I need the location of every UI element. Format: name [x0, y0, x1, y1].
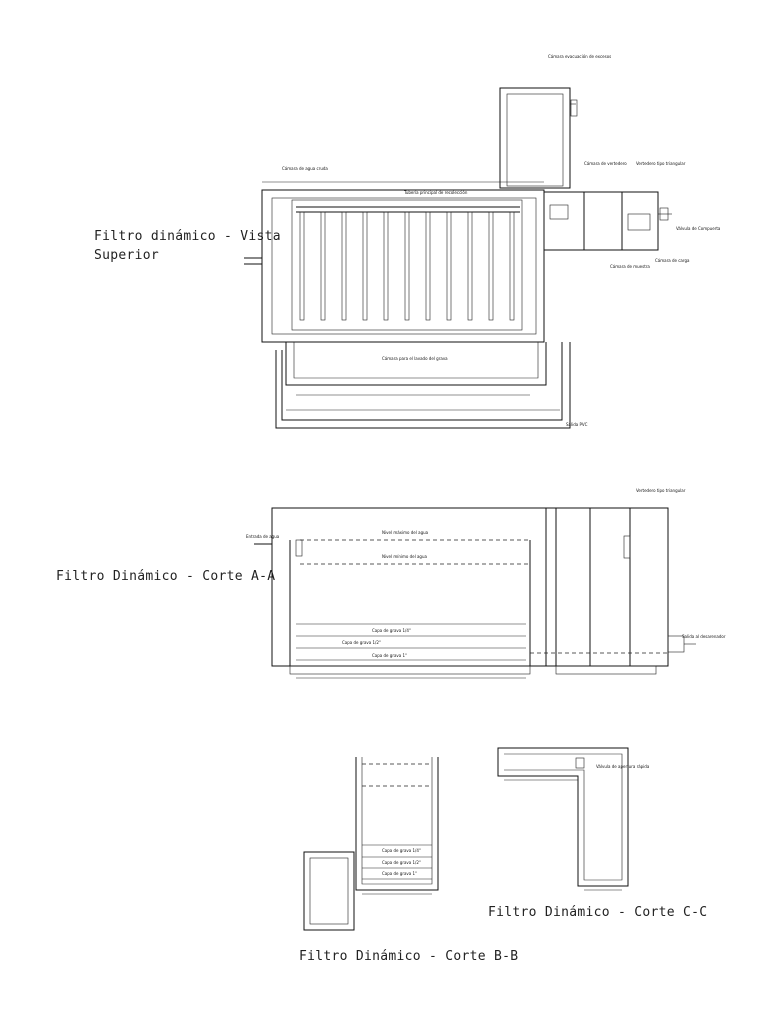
lateral-pipe: [425, 211, 431, 321]
lateral-pipe: [404, 211, 410, 321]
label-capa-1: Capa de grava 1/4": [372, 628, 411, 633]
lateral-pipe: [467, 211, 473, 321]
label-capa-2-bb: Capa de grava 1/2": [382, 860, 421, 865]
lateral-pipe: [488, 211, 494, 321]
label-nivel-max: Nivel máximo del agua: [382, 530, 429, 535]
section-aa-drawing: Entrada de agua Nivel máximo del agua Ni…: [246, 488, 726, 679]
top-view-drawing: Cámara evacuación de excesos Tubería pri…: [244, 54, 721, 429]
label-camara-lavado: Cámara para el lavado del grava: [382, 356, 448, 361]
section-cc-drawing: Válvula de apertura rápida: [497, 747, 650, 891]
label-camara-vertedero: Cámara de vertedero: [584, 161, 627, 166]
lateral-pipe: [320, 211, 326, 321]
label-camara-de-carga: Cámara de carga: [655, 258, 690, 263]
label-capa-1-bb: Capa de grava 1/4": [382, 848, 421, 853]
title-section-bb: Filtro Dinámico - Corte B-B: [299, 949, 519, 964]
label-entrada-agua: Entrada de agua: [246, 534, 280, 539]
lateral-pipe: [446, 211, 452, 321]
label-salida-pvc: Salida PVC: [566, 422, 588, 427]
label-capa-3: Capa de grava 1": [372, 653, 407, 658]
lateral-pipe: [383, 211, 389, 321]
label-vertedero-triangular-aa: Vertedero tipo triangular: [636, 488, 686, 493]
title-top-view-line2: Superior: [94, 248, 160, 263]
lateral-pipe: [509, 211, 515, 321]
label-valvula-apertura: Válvula de apertura rápida: [596, 764, 650, 769]
lateral-pipe: [341, 211, 347, 321]
lateral-pipe: [299, 211, 305, 321]
label-vertedero-triangular: Vertedero tipo triangular: [636, 161, 686, 166]
title-section-aa: Filtro Dinámico - Corte A-A: [56, 569, 276, 584]
title-top-view-line1: Filtro dinámico - Vista: [94, 229, 281, 244]
label-salida-desarenador: Salida al desarenador: [682, 634, 726, 639]
title-section-cc: Filtro Dinámico - Corte C-C: [488, 905, 708, 920]
lateral-pipe: [362, 211, 368, 321]
label-capa-2: Capa de grava 1/2": [342, 640, 381, 645]
label-capa-3-bb: Capa de grava 1": [382, 871, 417, 876]
section-bb-drawing: Capa de grava 1/4" Capa de grava 1/2" Ca…: [303, 757, 439, 931]
label-nivel-min: Nivel mínimo del agua: [382, 554, 427, 559]
label-valvula-compuerta: Válvula de Compuerta: [676, 226, 721, 231]
label-tubo-pvc: Tubería principal de recolección: [403, 190, 468, 195]
label-camara-excedente: Cámara evacuación de excesos: [548, 54, 611, 59]
label-camara-de-muestra: Cámara de muestra: [610, 264, 650, 269]
label-camara-agua-cruda: Cámara de agua cruda: [282, 166, 328, 171]
